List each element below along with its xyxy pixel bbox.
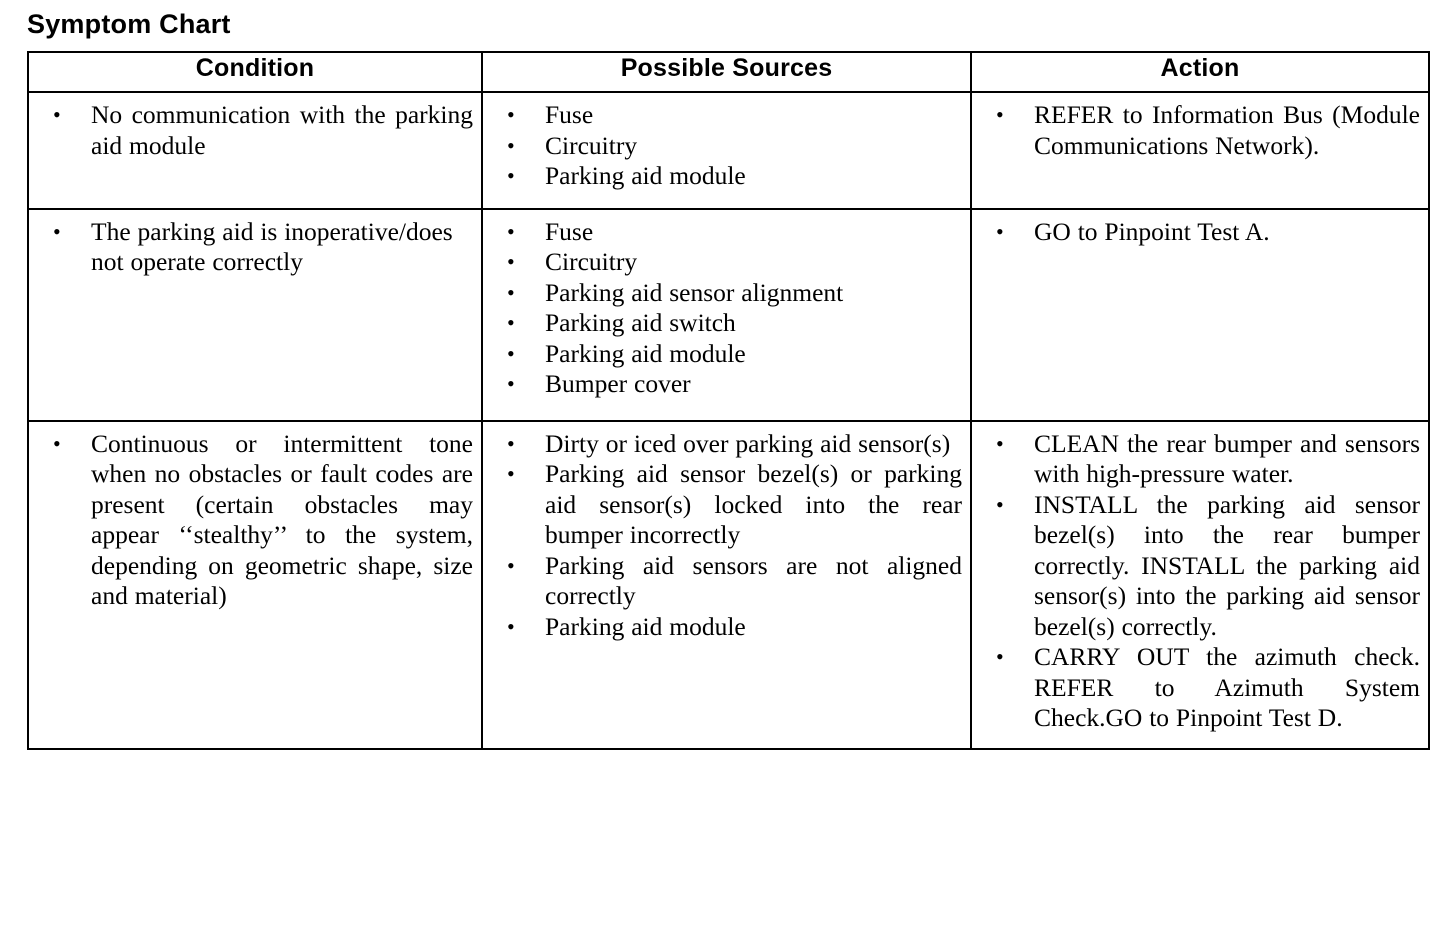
column-header-condition: Condition xyxy=(27,51,483,93)
list-item: Fuse xyxy=(491,99,962,131)
cell-possible-sources: Dirty or iced over parking aid sensor(s)… xyxy=(481,419,972,750)
cell-condition: The parking aid is inoperative/does not … xyxy=(27,207,483,422)
column-header-possible-sources: Possible Sources xyxy=(481,51,972,93)
list-item: Parking aid sensors are not aligned corr… xyxy=(491,550,962,612)
list-item: Parking aid sensor bezel(s) or parking a… xyxy=(491,458,962,551)
list-item: Parking aid module xyxy=(491,611,962,643)
sources-list: Fuse Circuitry Parking aid module xyxy=(491,99,962,192)
action-list: CLEAN the rear bumper and sensors with h… xyxy=(980,428,1420,734)
cell-possible-sources: Fuse Circuitry Parking aid module xyxy=(481,91,972,210)
condition-list: No communication with the parking aid mo… xyxy=(37,99,473,161)
condition-list: Continuous or intermittent tone when no … xyxy=(37,428,473,612)
page-title: Symptom Chart xyxy=(27,9,231,39)
list-item: Circuitry xyxy=(491,130,962,162)
list-item: Fuse xyxy=(491,216,962,248)
cell-action: GO to Pinpoint Test A. xyxy=(970,207,1430,422)
list-item: INSTALL the parking aid sensor bezel(s) … xyxy=(980,489,1420,643)
list-item: Circuitry xyxy=(491,246,962,278)
list-item: Parking aid module xyxy=(491,338,962,370)
action-list: REFER to Information Bus (Module Communi… xyxy=(980,99,1420,161)
list-item: Bumper cover xyxy=(491,368,962,400)
list-item: Parking aid switch xyxy=(491,307,962,339)
sources-list: Fuse Circuitry Parking aid sensor alignm… xyxy=(491,216,962,400)
table-row: Continuous or intermittent tone when no … xyxy=(27,419,1430,750)
list-item: The parking aid is inoperative/does not … xyxy=(37,216,473,278)
list-item: No communication with the parking aid mo… xyxy=(37,99,473,161)
header-row: Condition Possible Sources Action xyxy=(27,51,1430,93)
cell-condition: Continuous or intermittent tone when no … xyxy=(27,419,483,750)
condition-list: The parking aid is inoperative/does not … xyxy=(37,216,473,278)
list-item: Continuous or intermittent tone when no … xyxy=(37,428,473,612)
symptom-chart-table: Condition Possible Sources Action No com… xyxy=(27,51,1430,750)
table-row: No communication with the parking aid mo… xyxy=(27,91,1430,210)
cell-action: CLEAN the rear bumper and sensors with h… xyxy=(970,419,1430,750)
cell-action: REFER to Information Bus (Module Communi… xyxy=(970,91,1430,210)
cell-possible-sources: Fuse Circuitry Parking aid sensor alignm… xyxy=(481,207,972,422)
list-item: REFER to Information Bus (Module Communi… xyxy=(980,99,1420,161)
cell-condition: No communication with the parking aid mo… xyxy=(27,91,483,210)
list-item: Parking aid sensor alignment xyxy=(491,277,962,309)
list-item: Dirty or iced over parking aid sensor(s) xyxy=(491,428,962,460)
list-item: GO to Pinpoint Test A. xyxy=(980,216,1420,248)
column-header-action: Action xyxy=(970,51,1430,93)
list-item: CLEAN the rear bumper and sensors with h… xyxy=(980,428,1420,490)
list-item: Parking aid module xyxy=(491,160,962,192)
table-header: Condition Possible Sources Action xyxy=(27,51,1430,93)
table-body: No communication with the parking aid mo… xyxy=(27,91,1430,750)
table-row: The parking aid is inoperative/does not … xyxy=(27,207,1430,422)
sources-list: Dirty or iced over parking aid sensor(s)… xyxy=(491,428,962,643)
list-item: CARRY OUT the azimuth check. REFER to Az… xyxy=(980,641,1420,734)
action-list: GO to Pinpoint Test A. xyxy=(980,216,1420,248)
